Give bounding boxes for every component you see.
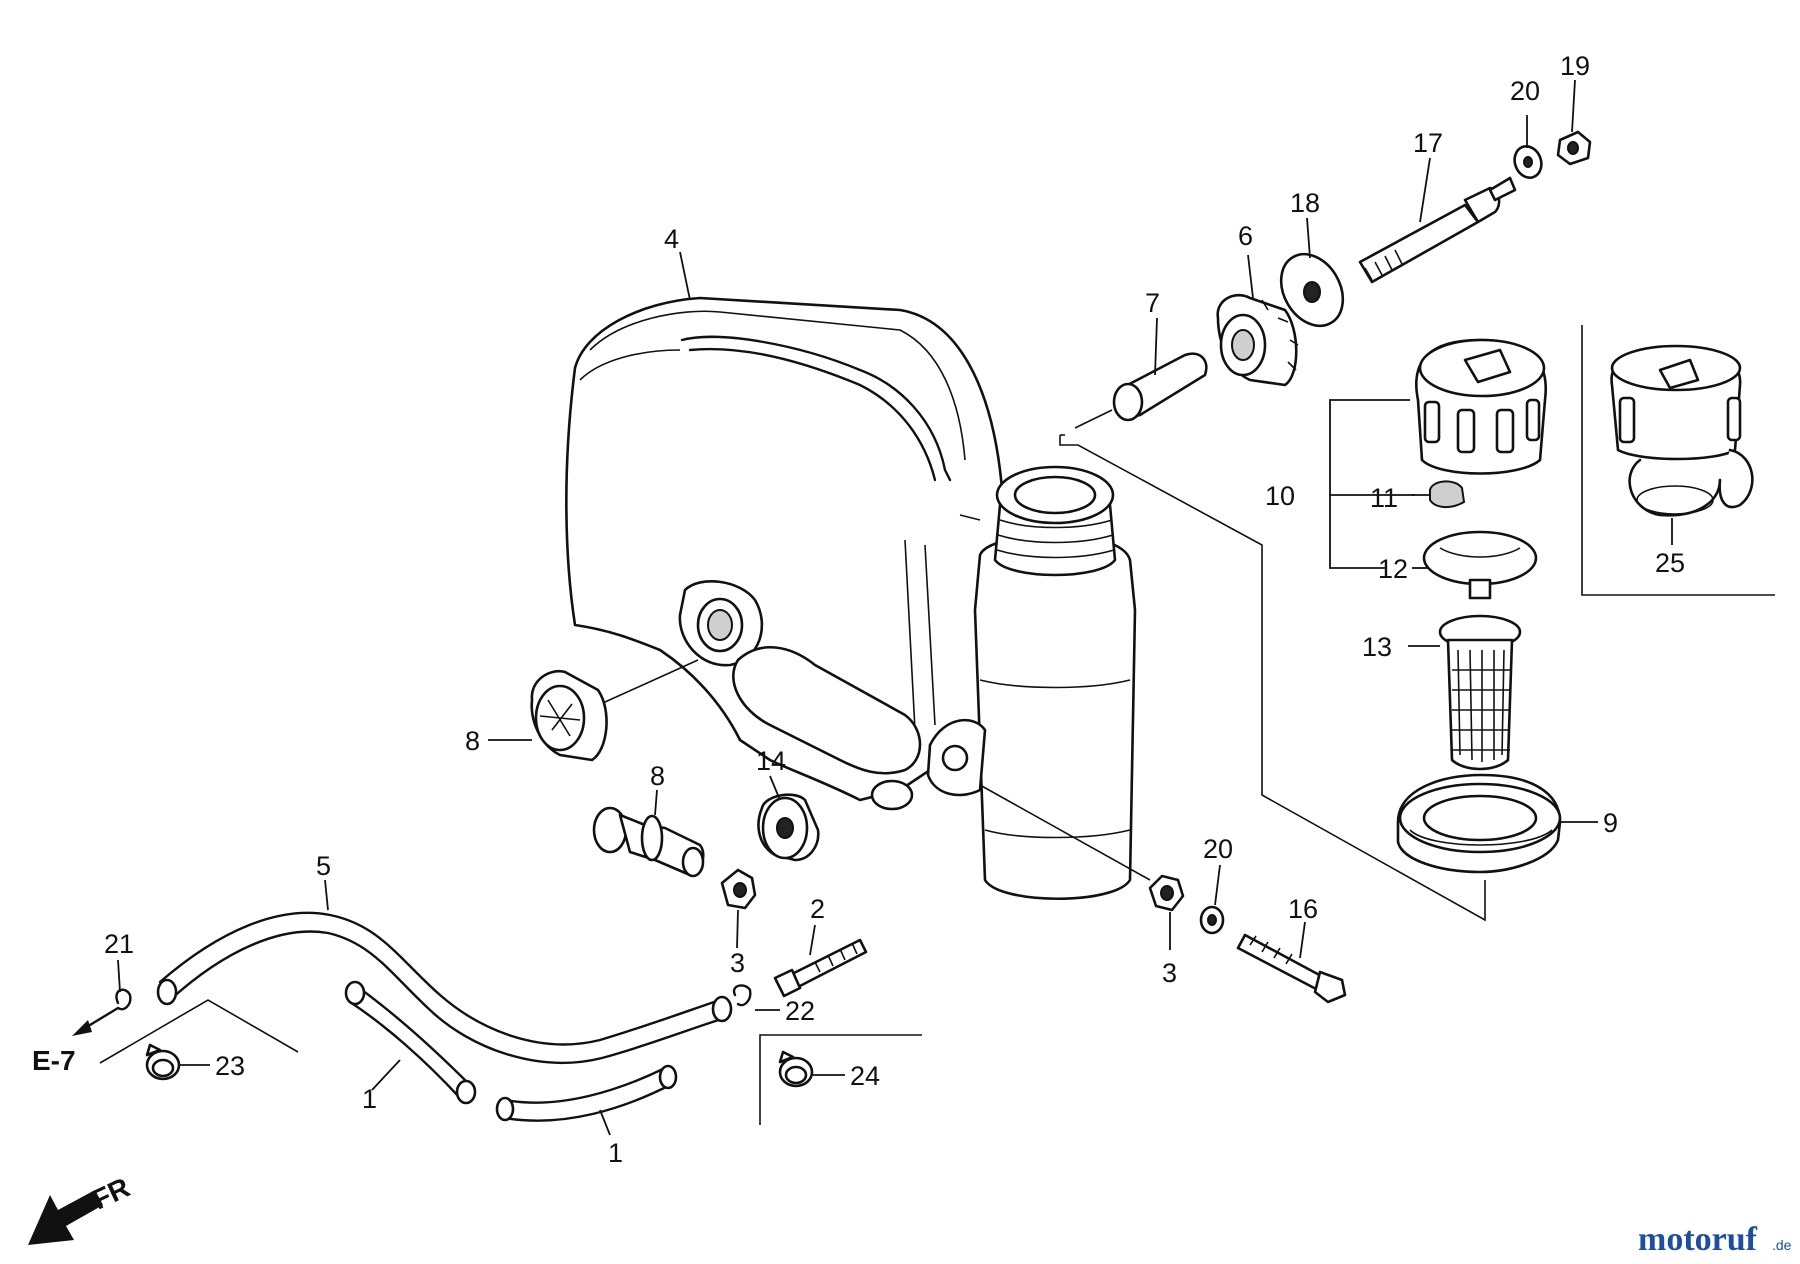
part-12-plate — [1422, 530, 1538, 600]
page-ref-e7[interactable]: E-7 — [32, 1006, 120, 1076]
part-17-bolt — [1358, 176, 1517, 284]
bracket-line-24 — [759, 1034, 922, 1125]
part-1-hose-b — [495, 1064, 678, 1122]
part-16-bolt — [1236, 933, 1347, 1004]
part-11-packing — [1429, 480, 1466, 508]
callout-10: 10 — [1265, 481, 1295, 511]
callout-18: 18 — [1290, 188, 1320, 218]
callout-9: 9 — [1603, 808, 1618, 838]
callout-labels: 19 20 17 18 6 4 7 10 11 12 13 25 8 8 14 … — [104, 51, 1685, 1168]
part-7-collar — [1074, 352, 1208, 429]
callout-6: 6 — [1238, 221, 1253, 251]
direction-arrow-icon — [28, 1190, 103, 1245]
part-20-washer-bottom — [1199, 905, 1225, 935]
part-1-hose-a — [344, 980, 477, 1105]
callout-8-left: 8 — [465, 726, 480, 756]
part-10-fuel-cap — [1415, 338, 1548, 475]
callout-20-top: 20 — [1510, 76, 1540, 106]
callout-1-a: 1 — [362, 1084, 377, 1114]
callout-3-left: 3 — [730, 948, 745, 978]
callout-12: 12 — [1378, 554, 1408, 584]
callout-2: 2 — [810, 894, 825, 924]
arrow-left-icon — [72, 1020, 92, 1036]
callout-22: 22 — [785, 996, 815, 1026]
callout-23: 23 — [215, 1051, 245, 1081]
callout-13: 13 — [1362, 632, 1392, 662]
page-ref-label: E-7 — [32, 1045, 76, 1076]
callout-14: 14 — [756, 746, 786, 776]
part-14-grommet — [757, 793, 820, 862]
part-8-fuel-joint — [592, 806, 705, 878]
callout-11: 11 — [1370, 483, 1398, 513]
callout-17: 17 — [1413, 128, 1443, 158]
leader-lines — [117, 79, 1673, 1136]
part-21-clip — [115, 988, 132, 1011]
part-2-bolt — [773, 938, 868, 998]
part-6-grommet — [1216, 293, 1299, 387]
callout-19: 19 — [1560, 51, 1590, 81]
callout-4: 4 — [664, 224, 679, 254]
callout-8-joint: 8 — [650, 761, 665, 791]
part-3-nut-right — [1148, 874, 1185, 912]
part-20-washer-top — [1513, 145, 1543, 179]
watermark-text: motoruf — [1638, 1221, 1758, 1258]
part-13-strainer — [1438, 614, 1522, 771]
filler-neck — [926, 465, 1137, 901]
bracket-line-9 — [1059, 435, 1486, 922]
callout-20-bottom: 20 — [1203, 834, 1233, 864]
direction-indicator: FR — [28, 1172, 134, 1245]
callout-3-right: 3 — [1162, 958, 1177, 988]
callout-1-b: 1 — [608, 1138, 623, 1168]
callout-25: 25 — [1655, 548, 1685, 578]
fuel-tank — [565, 296, 1007, 811]
watermark-suffix: .de — [1772, 1237, 1792, 1253]
callout-16: 16 — [1288, 894, 1318, 924]
part-24-clamp — [778, 1050, 814, 1088]
callout-7: 7 — [1145, 288, 1160, 318]
callout-21: 21 — [104, 929, 134, 959]
part-19-nut — [1556, 130, 1592, 166]
callout-24: 24 — [850, 1061, 880, 1091]
watermark: motoruf .de — [1638, 1221, 1792, 1258]
part-9-ring-nut — [1396, 773, 1562, 874]
part-3-nut-left — [720, 868, 757, 910]
bracket-line-21-23 — [99, 999, 299, 1064]
part-8-grommet-left — [530, 669, 608, 762]
part-5-hose — [156, 911, 733, 1064]
callout-5: 5 — [316, 851, 331, 881]
part-22-clip — [732, 984, 752, 1007]
part-18-washer — [1279, 252, 1345, 328]
part-23-clamp — [145, 1043, 181, 1081]
part-25-cap-assembly — [1581, 325, 1775, 596]
